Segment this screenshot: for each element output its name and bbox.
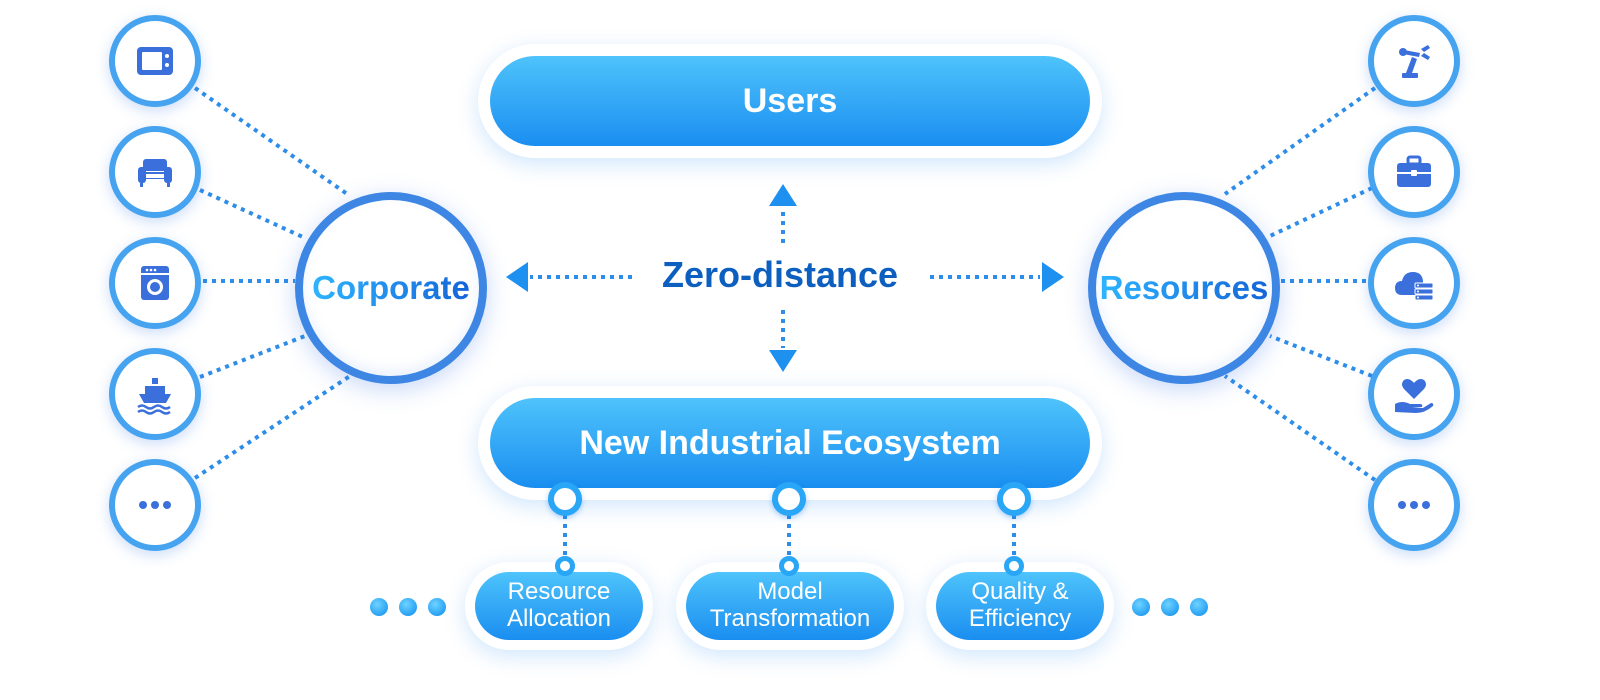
resources-label: Resources (1099, 269, 1269, 306)
briefcase-icon (1368, 126, 1460, 218)
ecosystem-item: Model Transformation (676, 562, 904, 650)
ecosystem-item: Resource Allocation (465, 562, 653, 650)
connector-knob (772, 482, 806, 516)
more-icon (1368, 459, 1460, 551)
item-line: Efficiency (968, 605, 1072, 632)
robot-arm-icon (1368, 15, 1460, 107)
cloud-server-icon (1368, 237, 1460, 329)
sofa-icon (109, 126, 201, 218)
corporate-hub: Corporate (295, 192, 487, 384)
ship-icon (109, 348, 201, 440)
connector-knob-small (779, 556, 799, 576)
more-icon (109, 459, 201, 551)
heart-hand-icon (1368, 348, 1460, 440)
more-dots-right (1132, 598, 1212, 618)
item-line: Allocation (506, 605, 612, 632)
connector-knob-small (555, 556, 575, 576)
more-dots-left (370, 598, 450, 618)
resources-hub: Resources (1088, 192, 1280, 384)
item-line: Resource (507, 578, 611, 606)
model-transformation-pill: Model Transformation (686, 572, 894, 640)
quality-efficiency-pill: Quality & Efficiency (936, 572, 1104, 640)
connector-knob-small (1004, 556, 1024, 576)
users-pill-container: Users (478, 44, 1102, 158)
item-line: Quality & (971, 578, 1069, 606)
washing-machine-icon (109, 237, 201, 329)
item-line: Transformation (709, 605, 871, 632)
ecosystem-item: Quality & Efficiency (926, 562, 1114, 650)
ecosystem-pill-container: New Industrial Ecosystem (478, 386, 1102, 500)
connector-knob (997, 482, 1031, 516)
users-pill: Users (490, 56, 1090, 146)
corporate-label: Corporate (312, 269, 470, 306)
zero-distance-label: Zero-distance (661, 254, 899, 295)
item-line: Model (757, 578, 823, 606)
ecosystem-pill: New Industrial Ecosystem (490, 398, 1090, 488)
connector-knob (548, 482, 582, 516)
resource-allocation-pill: Resource Allocation (475, 572, 643, 640)
tv-icon (109, 15, 201, 107)
